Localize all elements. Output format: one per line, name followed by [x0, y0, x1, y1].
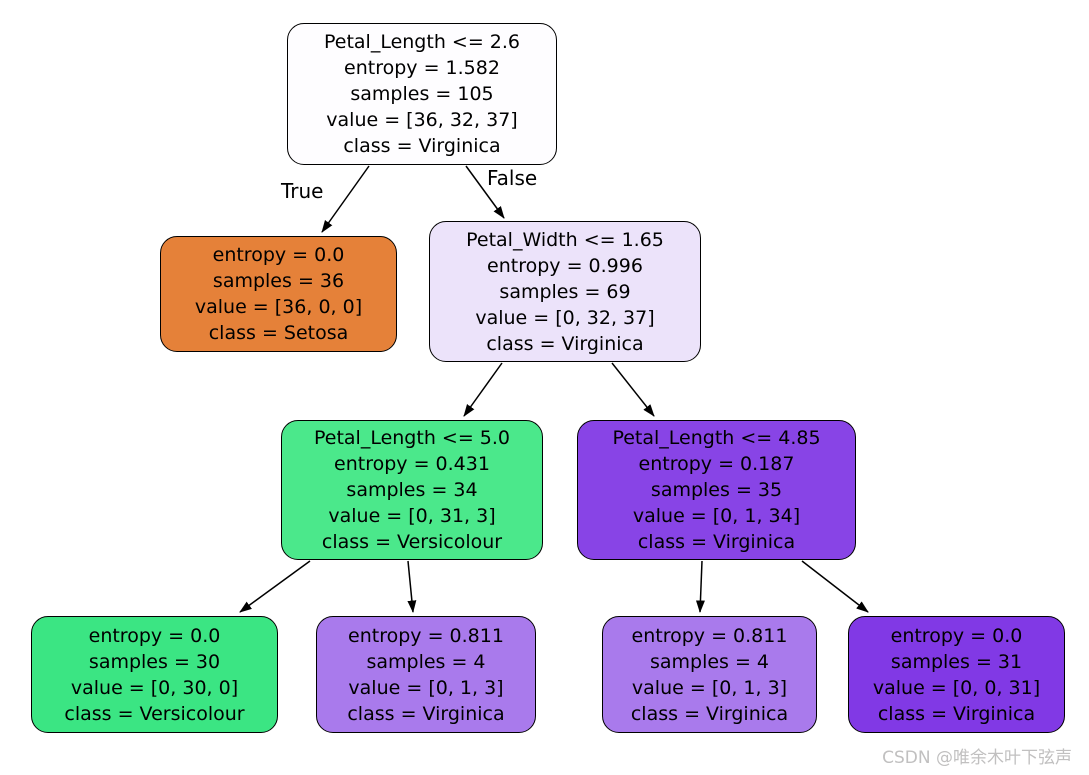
node-samples: samples = 69 — [499, 280, 631, 303]
node-entropy: entropy = 0.811 — [631, 624, 788, 647]
edge-virginica-node-to-mixed-leaf-2 — [695, 560, 705, 613]
node-class: class = Virginica — [637, 531, 796, 553]
node-condition: Petal_Length <= 5.0 — [313, 427, 510, 449]
node-class: class = Setosa — [208, 322, 349, 344]
edge-petal-width-to-versicolour-node — [463, 362, 503, 417]
node-samples: samples = 4 — [649, 650, 770, 673]
node-value: value = [0, 1, 3] — [348, 676, 504, 699]
node-entropy: entropy = 1.582 — [344, 57, 500, 79]
node-class: class = Virginica — [347, 702, 505, 725]
edge-label-true: True — [281, 179, 324, 203]
node-value: value = [0, 1, 3] — [631, 676, 788, 699]
node-condition: Petal_Width <= 1.65 — [466, 228, 664, 251]
tree-node-versicolour-leaf: entropy = 0.0 samples = 30 value = [0, 3… — [31, 616, 278, 733]
tree-node-versicolour-split: Petal_Length <= 5.0 entropy = 0.431 samp… — [281, 420, 543, 560]
node-entropy: entropy = 0.431 — [334, 453, 490, 475]
node-value: value = [0, 30, 0] — [70, 676, 239, 699]
tree-node-setosa-leaf: entropy = 0.0 samples = 36 value = [36, … — [160, 236, 397, 352]
node-value: value = [0, 31, 3] — [328, 505, 496, 527]
node-value: value = [0, 0, 31] — [872, 676, 1041, 699]
node-class: class = Virginica — [877, 702, 1036, 725]
node-class: class = Virginica — [630, 702, 789, 725]
tree-node-virginica-mixed-leaf-1: entropy = 0.811 samples = 4 value = [0, … — [316, 616, 536, 733]
node-class: class = Versicolour — [321, 531, 503, 553]
tree-node-root: Petal_Length <= 2.6 entropy = 1.582 samp… — [287, 23, 557, 165]
node-samples: samples = 36 — [212, 270, 345, 292]
edge-versicolour-node-to-mixed-leaf-1 — [407, 560, 417, 613]
edge-virginica-node-to-pure-leaf — [801, 560, 869, 613]
node-value: value = [36, 0, 0] — [194, 296, 363, 318]
edge-petal-width-to-virginica-node — [611, 362, 655, 417]
csdn-watermark: CSDN @唯余木叶下弦声 — [882, 748, 1072, 768]
node-entropy: entropy = 0.811 — [348, 624, 504, 647]
tree-node-petal-width: Petal_Width <= 1.65 entropy = 0.996 samp… — [429, 221, 701, 362]
node-class: class = Virginica — [343, 135, 501, 157]
tree-node-virginica-mixed-leaf-2: entropy = 0.811 samples = 4 value = [0, … — [602, 616, 817, 733]
node-condition: Petal_Length <= 4.85 — [612, 427, 821, 449]
node-entropy: entropy = 0.0 — [212, 244, 345, 266]
node-value: value = [36, 32, 37] — [326, 109, 518, 131]
node-entropy: entropy = 0.0 — [890, 624, 1023, 647]
edge-label-false: False — [487, 166, 538, 190]
node-samples: samples = 105 — [350, 83, 494, 105]
node-samples: samples = 4 — [366, 650, 486, 673]
node-class: class = Virginica — [486, 332, 644, 355]
node-entropy: entropy = 0.0 — [88, 624, 221, 647]
node-class: class = Versicolour — [64, 702, 245, 725]
edge-root-to-setosa-leaf — [321, 165, 370, 233]
tree-node-virginica-pure-leaf: entropy = 0.0 samples = 31 value = [0, 0… — [848, 616, 1065, 733]
node-samples: samples = 34 — [346, 479, 478, 501]
node-samples: samples = 35 — [650, 479, 783, 501]
edge-versicolour-node-to-versicolour-leaf — [239, 560, 311, 613]
node-entropy: entropy = 0.996 — [487, 254, 643, 277]
node-value: value = [0, 32, 37] — [475, 306, 655, 329]
node-samples: samples = 31 — [890, 650, 1023, 673]
node-value: value = [0, 1, 34] — [632, 505, 801, 527]
node-condition: Petal_Length <= 2.6 — [323, 31, 520, 53]
node-samples: samples = 30 — [88, 650, 221, 673]
node-entropy: entropy = 0.187 — [638, 453, 795, 475]
tree-node-virginica-split: Petal_Length <= 4.85 entropy = 0.187 sam… — [577, 420, 856, 560]
